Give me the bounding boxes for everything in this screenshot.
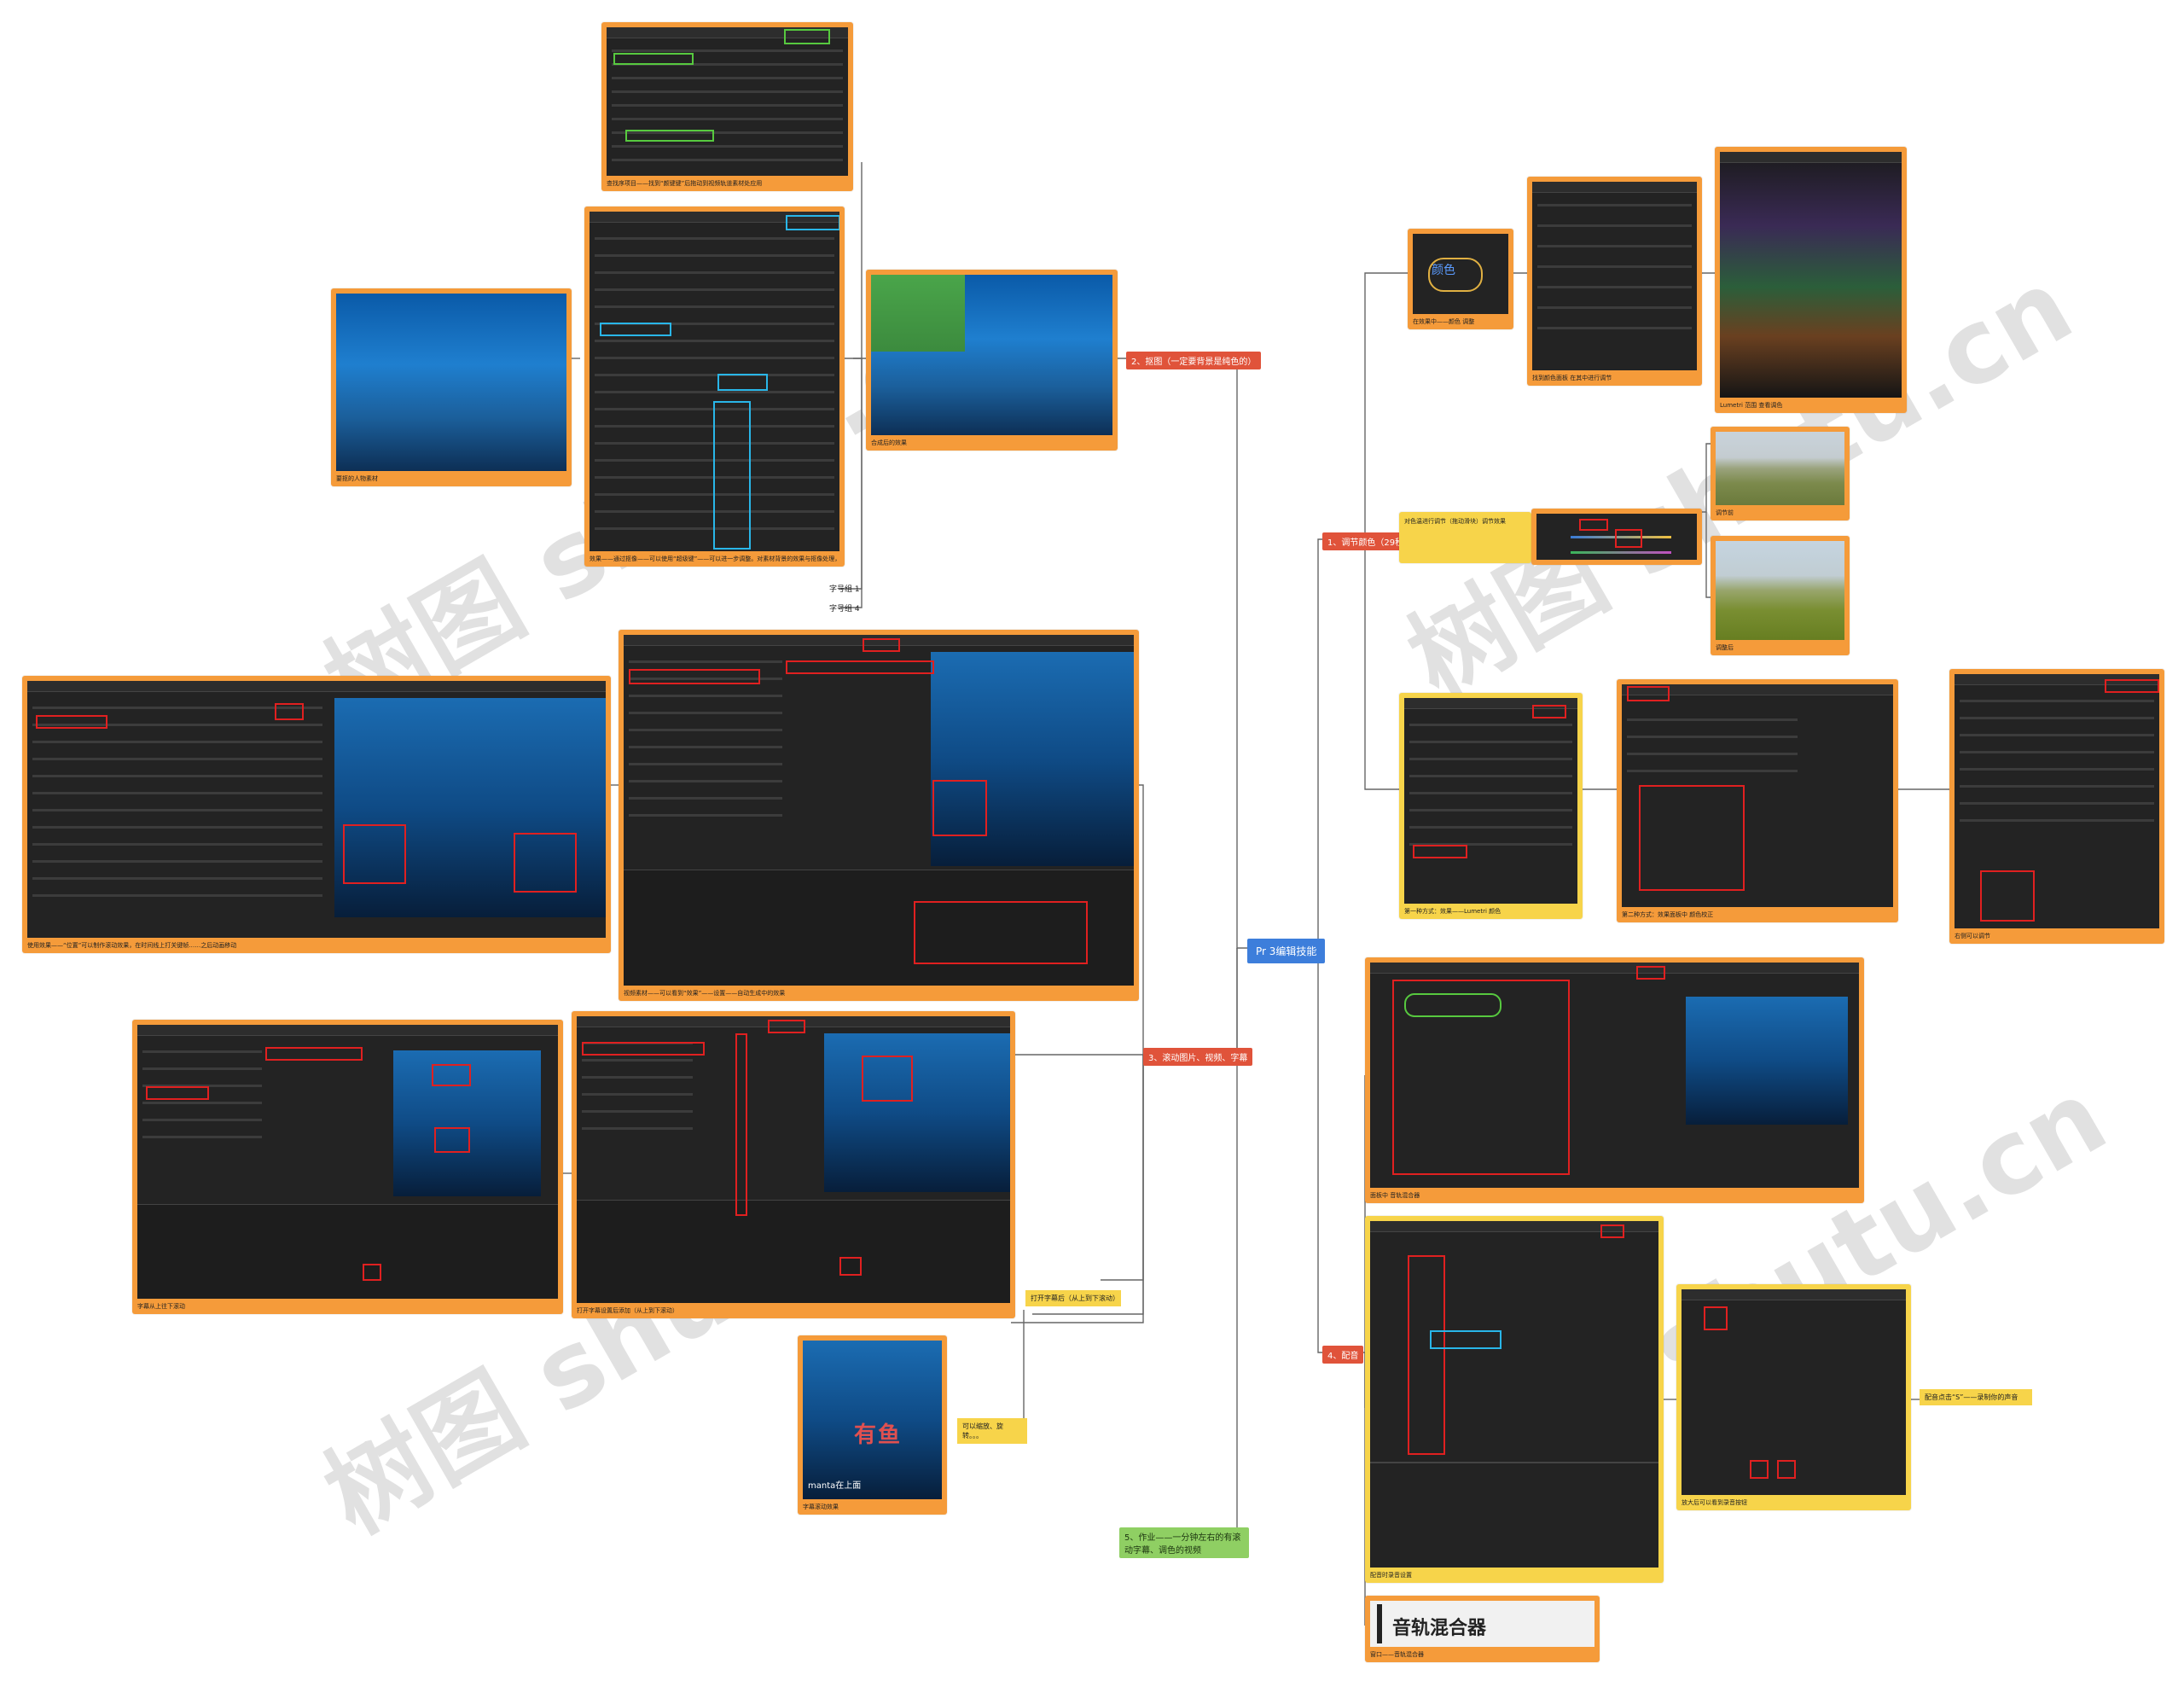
- manta-card: 有鱼 manta在上面 字幕滚动效果: [798, 1335, 947, 1515]
- rotate-note: 可以缩放、旋转。。。: [957, 1418, 1027, 1444]
- before-photo-card: 调节前: [1711, 427, 1850, 521]
- caption: 字幕滚动效果: [803, 1502, 942, 1512]
- scroll-video-card[interactable]: 视频素材——可以看到“效果”——设置——自动生成中的效果: [619, 630, 1139, 1001]
- effect-controls-card[interactable]: 效果——通过抠像——可以使用“超级键”——可以进一步调整。对素材背景的效果与抠像…: [584, 206, 845, 567]
- manta-overlay: 有鱼: [854, 1417, 902, 1449]
- caption: 面板中 音轨混合器: [1370, 1190, 1859, 1201]
- drag-note: 打开字幕后（从上到下滚动）: [1025, 1290, 1121, 1306]
- leaf-label: 字号组 4: [829, 602, 860, 614]
- caption: 视频素材——可以看到“效果”——设置——自动生成中的效果: [624, 988, 1134, 998]
- caption: 找到颜色面板 在其中进行调节: [1532, 373, 1697, 383]
- caption: 使用效果——“位置”可以制作滚动效果，在时间线上打关键帧……之后动画移动: [27, 940, 606, 951]
- manta-caption: manta在上面: [808, 1478, 861, 1491]
- caption: 调整后: [1716, 643, 1844, 653]
- mixer-title-card: 音轨混合器 窗口——音轨混合器: [1365, 1596, 1600, 1662]
- caption: 第一种方式：效果——Lumetri 颜色: [1404, 906, 1577, 916]
- caption: Lumetri 范围 查看调色: [1720, 400, 1902, 410]
- caption: 第二种方式：效果面板中 颜色校正: [1622, 910, 1893, 920]
- temp-slider-card[interactable]: [1531, 509, 1702, 565]
- branch-scrolling[interactable]: 3、滚动图片、视频、字幕: [1143, 1048, 1252, 1066]
- audio-record-card[interactable]: 配音时录音设置: [1365, 1216, 1664, 1583]
- mixer-title: 音轨混合器: [1392, 1613, 1486, 1640]
- caption: 要抠的人物素材: [336, 474, 566, 484]
- girl-result-card: 合成后的效果: [866, 270, 1118, 451]
- lumetri-scope-card[interactable]: Lumetri 范围 查看调色: [1715, 147, 1907, 413]
- title-scroll-card-b[interactable]: 打开字幕设置后添加（从上到下滚动）: [572, 1011, 1015, 1318]
- caption: 对色温进行调节（拖动滑块）调节效果: [1404, 517, 1526, 543]
- effects-color-correction-card[interactable]: 第二种方式：效果面板中 颜色校正: [1617, 679, 1898, 922]
- branch-voiceover[interactable]: 4、配音: [1322, 1346, 1363, 1364]
- record-button-card[interactable]: 放大后可以看到录音按钮: [1676, 1284, 1911, 1510]
- caption: 放大后可以看到录音按钮: [1682, 1498, 1906, 1508]
- caption: 合成后的效果: [871, 438, 1112, 448]
- effects-panel-card[interactable]: 查找序项目——找到“颜键键”后拖动到视频轨道素材处应用: [601, 22, 853, 191]
- audio-mixer-card[interactable]: 面板中 音轨混合器: [1365, 957, 1864, 1203]
- caption: 字幕从上往下滚动: [137, 1301, 558, 1312]
- branch-keying[interactable]: 2、抠图（一定要背景是纯色的）: [1126, 352, 1261, 369]
- caption: 窗口——音轨混合器: [1370, 1649, 1594, 1660]
- voice-note: 配音点击“S”——录制你的声音: [1920, 1389, 2032, 1405]
- girl-photo-card: 要抠的人物素材: [331, 288, 572, 486]
- scroll-position-card[interactable]: 使用效果——“位置”可以制作滚动效果，在时间线上打关键帧……之后动画移动: [22, 676, 611, 953]
- caption: 打开字幕设置后添加（从上到下滚动）: [577, 1306, 1010, 1316]
- branch-homework[interactable]: 5、作业——一分钟左右的有滚动字幕、调色的视频: [1119, 1527, 1249, 1558]
- center-topic[interactable]: Pr 3编辑技能: [1247, 939, 1325, 963]
- caption: 查找序项目——找到“颜键键”后拖动到视频轨道素材处应用: [607, 178, 848, 189]
- caption: 调节前: [1716, 508, 1844, 518]
- caption: 右侧可以调节: [1955, 931, 2159, 941]
- leaf-label: 字号组 1: [829, 583, 860, 594]
- caption: 效果——通过抠像——可以使用“超级键”——可以进一步调整。对素材背景的效果与抠像…: [590, 554, 839, 564]
- title-scroll-card-a[interactable]: 字幕从上往下滚动: [132, 1020, 563, 1314]
- fx-right-card[interactable]: 右侧可以调节: [1949, 669, 2164, 944]
- effect-controls-lumetri-card[interactable]: 第一种方式：效果——Lumetri 颜色: [1399, 693, 1583, 919]
- caption: 在效果中——颜色 调整: [1413, 317, 1508, 327]
- lumetri-panel-card[interactable]: 找到颜色面板 在其中进行调节: [1527, 177, 1702, 386]
- color-find-card[interactable]: 颜色 在效果中——颜色 调整: [1408, 229, 1513, 329]
- slider-note-card: 对色温进行调节（拖动滑块）调节效果: [1399, 512, 1531, 563]
- after-photo-card: 调整后: [1711, 536, 1850, 655]
- caption: 配音时录音设置: [1370, 1570, 1658, 1580]
